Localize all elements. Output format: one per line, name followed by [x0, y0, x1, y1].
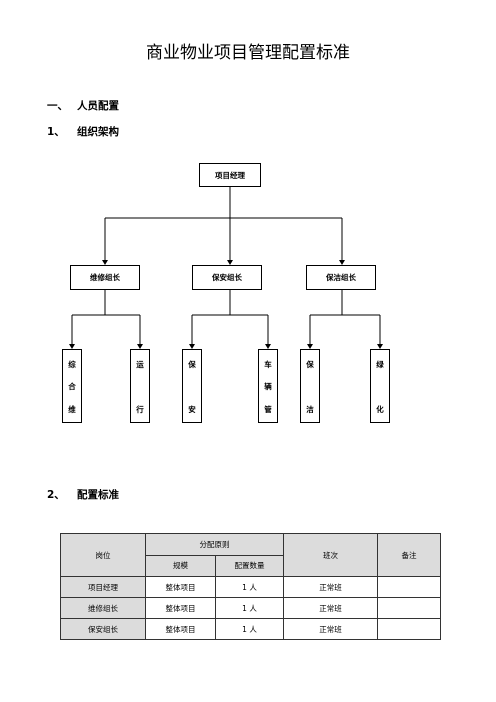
org-node-char: 运 — [136, 360, 144, 369]
org-node-char: 车 — [264, 360, 272, 369]
org-node-char: 保 — [306, 360, 314, 369]
cell-note — [377, 597, 441, 619]
table-header-row: 岗位 分配原则 班次 备注 — [60, 533, 441, 577]
cell-scale: 整体项目 — [145, 618, 216, 640]
cell-count: 1 人 — [215, 576, 284, 598]
header-post: 岗位 — [60, 533, 146, 577]
org-node-cleaning-leader: 保洁组长 — [306, 265, 376, 290]
table-row: 保安组长 整体项目 1 人 正常班 — [60, 618, 441, 640]
staffing-standard-table: 岗位 分配原则 班次 备注 规模 配置数量 项目经理 整体项目 1 人 正常班 … — [60, 533, 441, 640]
document-title: 商业物业项目管理配置标准 — [146, 43, 350, 63]
org-node-maintenance-leader: 维修组长 — [70, 265, 140, 290]
org-node-security-guard: 保 安 — [182, 349, 202, 423]
org-node-char: 管 — [264, 405, 272, 414]
header-allocation-principle: 分配原则 — [145, 533, 284, 556]
org-node-char: 综 — [68, 360, 76, 369]
org-node-vehicle-management: 车 辆 管 — [258, 349, 278, 423]
org-node-char: 维 — [68, 405, 76, 414]
org-node-char: 化 — [376, 405, 384, 414]
subsection-2-heading: 配置标准 — [77, 489, 119, 501]
org-node-general-maintenance: 综 合 维 — [62, 349, 82, 423]
table-subheader-row: 规模 配置数量 — [61, 554, 441, 577]
cell-post: 项目经理 — [60, 576, 146, 598]
header-note: 备注 — [377, 533, 441, 577]
cell-count: 1 人 — [215, 597, 284, 619]
cell-note — [377, 618, 441, 640]
org-node-char: 安 — [188, 405, 196, 414]
cell-shift: 正常班 — [283, 576, 378, 598]
subsection-2-number: 2、 — [47, 489, 65, 501]
org-node-char: 辆 — [264, 382, 272, 391]
cell-post: 保安组长 — [60, 618, 146, 640]
subsection-1-number: 1、 — [47, 126, 65, 138]
org-node-security-leader: 保安组长 — [192, 265, 262, 290]
cell-scale: 整体项目 — [145, 597, 216, 619]
cell-note — [377, 576, 441, 598]
table-row: 维修组长 整体项目 1 人 正常班 — [60, 597, 441, 619]
cell-shift: 正常班 — [283, 618, 378, 640]
subsection-1-heading: 组织架构 — [77, 126, 119, 138]
org-node-operations: 运 行 — [130, 349, 150, 423]
cell-count: 1 人 — [215, 618, 284, 640]
cell-post: 维修组长 — [60, 597, 146, 619]
org-node-landscaping: 绿 化 — [370, 349, 390, 423]
section-1-number: 一、 — [47, 100, 68, 112]
cell-scale: 整体项目 — [145, 576, 216, 598]
cell-shift: 正常班 — [283, 597, 378, 619]
org-node-char: 行 — [136, 405, 144, 414]
table-row: 项目经理 整体项目 1 人 正常班 — [60, 576, 441, 598]
header-scale: 规模 — [145, 554, 216, 577]
header-count: 配置数量 — [215, 554, 284, 577]
org-node-char: 合 — [68, 382, 76, 391]
section-1-heading: 人员配置 — [77, 100, 119, 112]
org-node-char: 保 — [188, 360, 196, 369]
org-node-char: 绿 — [376, 360, 384, 369]
org-node-cleaning: 保 洁 — [300, 349, 320, 423]
org-node-char: 洁 — [306, 405, 314, 414]
header-shift: 班次 — [283, 533, 378, 577]
org-node-project-manager: 项目经理 — [199, 163, 261, 187]
